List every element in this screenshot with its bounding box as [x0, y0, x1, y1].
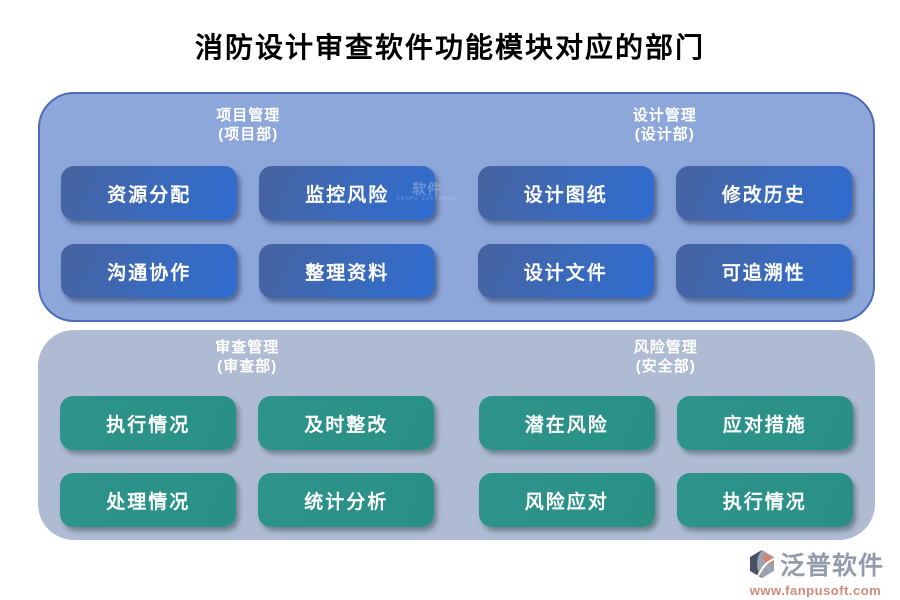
- module-button-risk-response[interactable]: 风险应对: [478, 473, 655, 527]
- button-grid: 执行情况 及时整改 处理情况 统计分析: [60, 396, 435, 527]
- module-button-potential-risks[interactable]: 潜在风险: [478, 396, 655, 450]
- group-design-management: 设计管理 (设计部) 设计图纸 修改历史 设计文件 可追溯性: [457, 94, 874, 320]
- panel-review-risk: 审查管理 (审查部) 执行情况 及时整改 处理情况 统计分析 风险管理 (安全部…: [38, 330, 875, 540]
- group-title: 风险管理: [633, 339, 698, 356]
- module-button-execution-status[interactable]: 执行情况: [60, 396, 237, 450]
- module-button-resource-allocation[interactable]: 资源分配: [61, 166, 238, 220]
- group-title: 设计管理: [632, 107, 697, 124]
- button-grid: 资源分配 监控风险 软件 FANPU SOFTWARE 沟通协作 整理资料: [61, 166, 456, 298]
- module-button-design-files[interactable]: 设计文件: [477, 244, 654, 298]
- fanpu-watermark: 软件 FANPU SOFTWARE: [397, 181, 458, 203]
- module-button-statistical-analysis[interactable]: 统计分析: [258, 473, 435, 527]
- button-grid: 潜在风险 应对措施 风险应对 执行情况: [478, 396, 853, 527]
- module-button-communication[interactable]: 沟通协作: [61, 244, 238, 298]
- group-dept: (安全部): [635, 358, 696, 375]
- group-project-management: 项目管理 (项目部) 资源分配 监控风险 软件 FANPU SOFTWARE 沟…: [40, 94, 457, 320]
- fanpu-watermark-text: 软件: [412, 181, 443, 197]
- module-button-countermeasures[interactable]: 应对措施: [676, 396, 853, 450]
- module-button-risk-monitoring[interactable]: 监控风险 软件 FANPU SOFTWARE: [259, 166, 456, 220]
- module-button-timely-rectification[interactable]: 及时整改: [258, 396, 435, 450]
- group-dept: (设计部): [634, 126, 695, 143]
- module-button-traceability[interactable]: 可追溯性: [675, 244, 852, 298]
- module-button-label: 监控风险: [305, 184, 390, 206]
- fanpu-logo-icon: [749, 550, 775, 578]
- group-dept: (审查部): [217, 358, 278, 375]
- group-review-management: 审查管理 (审查部) 执行情况 及时整改 处理情况 统计分析: [38, 330, 457, 540]
- panel-project-design: 项目管理 (项目部) 资源分配 监控风险 软件 FANPU SOFTWARE 沟…: [38, 92, 875, 322]
- fanpu-watermark-subtext: FANPU SOFTWARE: [397, 196, 458, 203]
- module-button-execution-status-2[interactable]: 执行情况: [676, 473, 853, 527]
- module-button-revision-history[interactable]: 修改历史: [675, 166, 852, 220]
- module-button-design-drawings[interactable]: 设计图纸: [477, 166, 654, 220]
- group-title: 项目管理: [216, 107, 281, 124]
- brand-row: 泛普软件: [747, 546, 884, 582]
- brand-footer: 泛普软件 www.fanpusoft.com: [747, 546, 884, 598]
- button-grid: 设计图纸 修改历史 设计文件 可追溯性: [477, 166, 852, 298]
- brand-name: 泛普软件: [779, 552, 884, 580]
- page-title: 消防设计审查软件功能模块对应的部门: [194, 32, 705, 63]
- module-button-organize-materials[interactable]: 整理资料: [259, 244, 436, 298]
- brand-url: www.fanpusoft.com: [749, 583, 882, 598]
- group-risk-management: 风险管理 (安全部) 潜在风险 应对措施 风险应对 执行情况: [457, 330, 876, 540]
- module-button-handling-status[interactable]: 处理情况: [60, 473, 237, 527]
- group-dept: (项目部): [218, 126, 279, 143]
- group-title: 审查管理: [215, 339, 280, 356]
